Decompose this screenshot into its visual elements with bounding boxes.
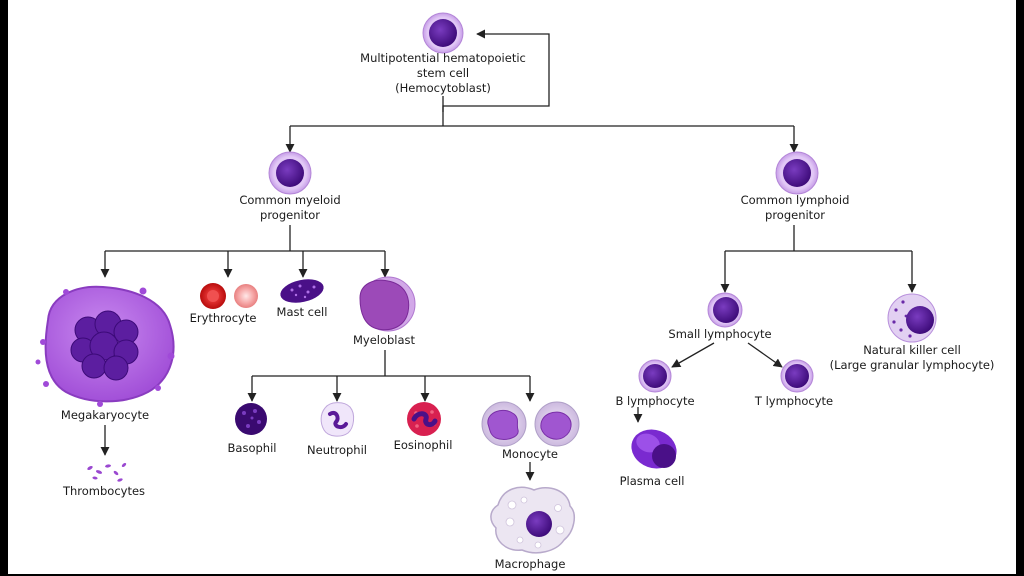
myeloid-progenitor-label-line2: progenitor [260,208,320,222]
connector-lines [100,29,917,481]
lymphoid-progenitor-label-line1: Common lymphoid [740,193,850,207]
plasma-cell-icon [631,429,677,469]
monocyte-label: Monocyte [502,447,558,461]
thrombocytes-icon [87,463,127,482]
stem-cell-label-line2: stem cell [416,66,470,80]
natural-killer-cell-label: Natural killer cell (Large granular lymp… [830,343,995,373]
t-lymphocyte-label: T lymphocyte [754,394,834,408]
megakaryocyte-icon [35,285,175,407]
stem-cell-label: Multipotential hematopoietic stem cell (… [360,51,526,96]
neutrophil-icon [320,402,355,437]
natural-killer-cell-label-line2: (Large granular lymphocyte) [829,358,995,372]
stem-cell-label-line3: (Hemocytoblast) [395,81,491,95]
stem-cell-icon [422,12,464,54]
myeloblast-label: Myeloblast [352,333,416,347]
erythrocyte-icon [200,283,258,309]
myeloid-progenitor-label-line1: Common myeloid [239,193,341,207]
macrophage-label: Macrophage [494,557,566,571]
thrombocytes-label: Thrombocytes [62,484,146,498]
plasma-cell-label: Plasma cell [619,474,685,488]
b-lymphocyte-label: B lymphocyte [615,394,695,408]
b-lymphocyte-icon [638,359,672,393]
myeloblast-icon [359,276,416,332]
eosinophil-label: Eosinophil [393,438,453,452]
lymphoid-progenitor-label-line2: progenitor [765,208,825,222]
megakaryocyte-label: Megakaryocyte [60,408,150,422]
stem-cell-label-line1: Multipotential hematopoietic [360,51,526,65]
mast-cell-icon [280,279,324,303]
natural-killer-cell-icon [887,293,937,343]
hematopoiesis-diagram: Multipotential hematopoietic stem cell (… [8,0,1016,574]
mast-cell-label: Mast cell [276,305,328,319]
myeloid-progenitor-icon [268,151,312,195]
small-lymphocyte-label: Small lymphocyte [668,327,772,341]
natural-killer-cell-label-line1: Natural killer cell [863,343,961,357]
small-lymphocyte-icon [707,292,743,328]
t-lymphocyte-icon [780,359,814,393]
lymphoid-progenitor-icon [775,151,819,195]
monocyte-icon [481,401,580,447]
diagram-canvas [35,12,937,554]
neutrophil-label: Neutrophil [307,443,367,457]
basophil-label: Basophil [227,441,277,455]
erythrocyte-label: Erythrocyte [189,311,257,325]
eosinophil-icon [407,402,441,436]
basophil-icon [235,403,267,435]
macrophage-icon [490,486,576,554]
lymphoid-progenitor-label: Common lymphoid progenitor [741,193,850,223]
myeloid-progenitor-label: Common myeloid progenitor [239,193,340,223]
